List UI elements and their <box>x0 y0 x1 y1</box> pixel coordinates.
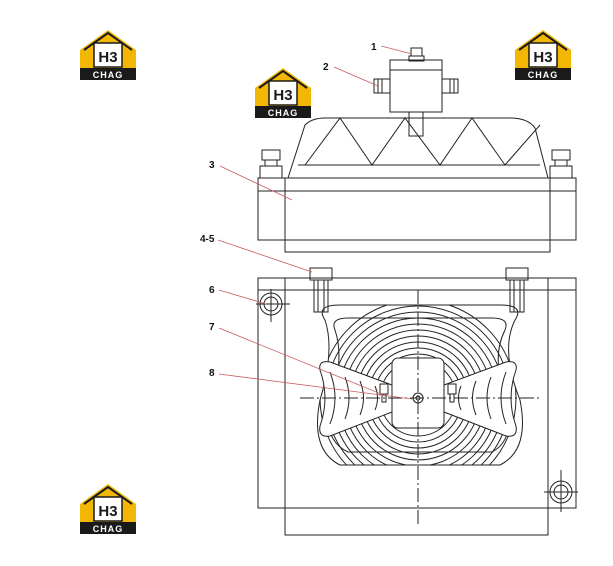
callout-6: 6 <box>209 285 215 296</box>
logo-monogram: H3 <box>533 49 552 66</box>
shroud-zigzag <box>304 117 541 166</box>
radiator-frame <box>257 277 577 509</box>
left-plug <box>261 149 281 161</box>
logo-wordmark: CHAG <box>528 70 559 80</box>
right-plug <box>551 149 571 161</box>
logo-wordmark: CHAG <box>268 108 299 118</box>
brand-logo: H3 CHAG <box>255 68 311 118</box>
drain-plug-left <box>256 289 290 322</box>
callout-1: 1 <box>371 42 377 53</box>
leader-lines <box>217 45 413 400</box>
callout-7: 7 <box>209 322 215 333</box>
pump-body <box>389 59 443 113</box>
radiator-core-side <box>257 177 577 241</box>
brand-logo: H3 CHAG <box>80 484 136 534</box>
brand-logo: H3 CHAG <box>80 30 136 80</box>
callout-2: 2 <box>323 62 329 73</box>
brand-logo: H3 CHAG <box>515 30 571 80</box>
logo-wordmark: CHAG <box>93 70 124 80</box>
fan-blades <box>319 361 393 437</box>
logo-monogram: H3 <box>273 87 292 104</box>
callout-4-5: 4-5 <box>200 234 215 245</box>
callout-8: 8 <box>209 368 215 379</box>
top-nipple <box>410 47 423 57</box>
callouts: 1 2 3 4-5 6 7 8 <box>200 42 377 379</box>
logo-monogram: H3 <box>98 503 117 520</box>
logo-monogram: H3 <box>98 49 117 66</box>
top-right-bolt <box>505 267 529 313</box>
shroud-hood <box>287 117 549 179</box>
top-left-bolt <box>309 267 333 313</box>
front-view-assembly <box>256 267 578 536</box>
callout-3: 3 <box>209 160 215 171</box>
logos: H3 CHAG H3 CHAG H3 CHAG H3 CHAG <box>80 30 571 534</box>
drain-plug-right <box>544 470 578 512</box>
logo-wordmark: CHAG <box>93 524 124 534</box>
side-view-assembly <box>257 47 577 253</box>
